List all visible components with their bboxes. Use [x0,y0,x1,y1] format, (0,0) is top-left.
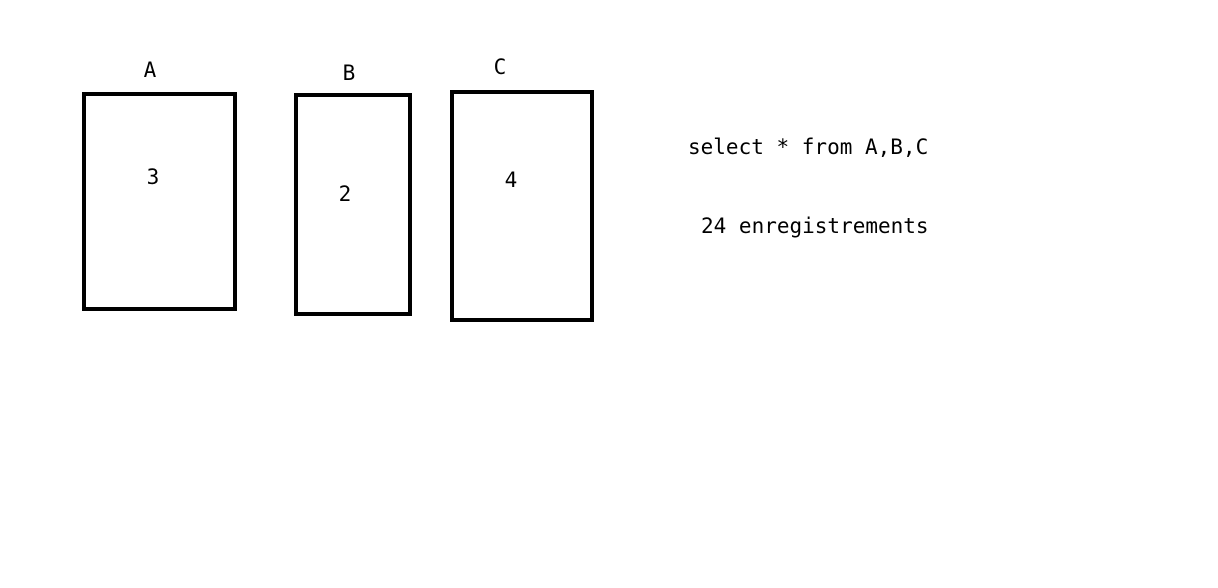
table-b-box [294,93,412,316]
table-c-box [450,90,594,322]
table-a-label: A [143,58,157,82]
sql-query-text: select * from A,B,C [688,135,929,159]
table-b-label: B [342,61,356,85]
table-a-box [82,92,237,311]
table-c-label: C [493,55,507,79]
table-c-row-count: 4 [504,168,518,192]
table-b-row-count: 2 [338,182,352,206]
table-a-row-count: 3 [146,165,160,189]
result-count-text: 24 enregistrements [701,214,929,238]
